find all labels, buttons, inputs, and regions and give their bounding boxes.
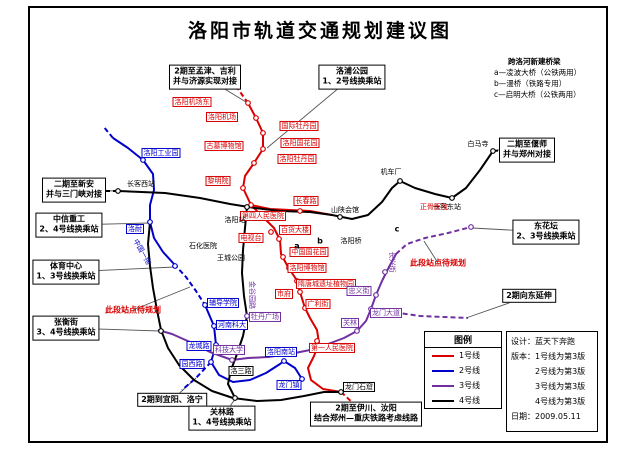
- pointer-line: [65, 327, 161, 332]
- metro-line3: [157, 253, 397, 361]
- metro-line2-ext-north: [102, 125, 114, 139]
- station-dot: [286, 265, 292, 271]
- metro-line1-ext-south: [340, 391, 355, 405]
- station-dot: [202, 302, 208, 308]
- station-dot: [213, 342, 219, 348]
- station-dot: [449, 195, 455, 201]
- station-dot: [147, 219, 153, 225]
- station-dot: [260, 146, 266, 152]
- station-dot: [232, 395, 238, 401]
- pointer-line: [471, 227, 547, 233]
- station-dot: [140, 157, 146, 163]
- metro-line2-ext-southwest: [181, 361, 212, 391]
- metro-line3-ext-east: [370, 308, 469, 319]
- station-dot: [268, 229, 274, 235]
- station-dot: [337, 214, 343, 220]
- station-dot: [302, 305, 308, 311]
- pointer-line: [221, 398, 236, 419]
- station-dot: [297, 208, 303, 214]
- station-dot: [314, 338, 320, 344]
- station-dot: [244, 313, 250, 319]
- pointer-line: [73, 189, 119, 192]
- station-dot: [397, 178, 403, 184]
- station-dot: [253, 115, 259, 121]
- pointer-line: [423, 240, 439, 264]
- station-dot: [251, 160, 257, 166]
- station-dot: [338, 389, 344, 395]
- station-dot: [297, 289, 303, 295]
- station-dot: [245, 100, 251, 106]
- station-dot: [172, 263, 178, 269]
- pointer-line: [132, 286, 191, 311]
- station-dot: [354, 328, 360, 334]
- station-dot: [294, 278, 300, 284]
- pointer-line: [68, 222, 150, 226]
- metro-line4-south-loop: [147, 221, 341, 402]
- station-dot: [244, 204, 250, 210]
- metro-line4-central: [227, 206, 248, 399]
- station-dot: [211, 323, 217, 329]
- station-dot: [158, 328, 164, 334]
- station-dot: [490, 148, 496, 154]
- station-dot: [368, 306, 374, 312]
- station-dot: [299, 376, 305, 382]
- metro-line2-planned: [173, 263, 206, 306]
- station-dot: [373, 292, 379, 298]
- pointer-line: [465, 295, 530, 319]
- metro-line2-north: [112, 137, 175, 265]
- station-dot: [115, 188, 121, 194]
- metro-line2-south: [204, 304, 303, 383]
- metro-line1: [242, 102, 342, 393]
- station-dot: [468, 224, 474, 230]
- metro-line3-planned: [395, 226, 472, 255]
- pointer-line: [204, 76, 247, 103]
- station-dot: [281, 358, 287, 364]
- station-dot: [229, 357, 235, 363]
- station-dot: [382, 269, 388, 275]
- station-dot: [260, 130, 266, 136]
- station-dot: [280, 254, 286, 260]
- station-dot: [208, 359, 214, 365]
- pointer-line: [65, 266, 176, 273]
- pointer-line: [266, 76, 353, 149]
- metro-line4: [117, 150, 494, 220]
- station-dot: [276, 236, 282, 242]
- station-dot: [240, 185, 246, 191]
